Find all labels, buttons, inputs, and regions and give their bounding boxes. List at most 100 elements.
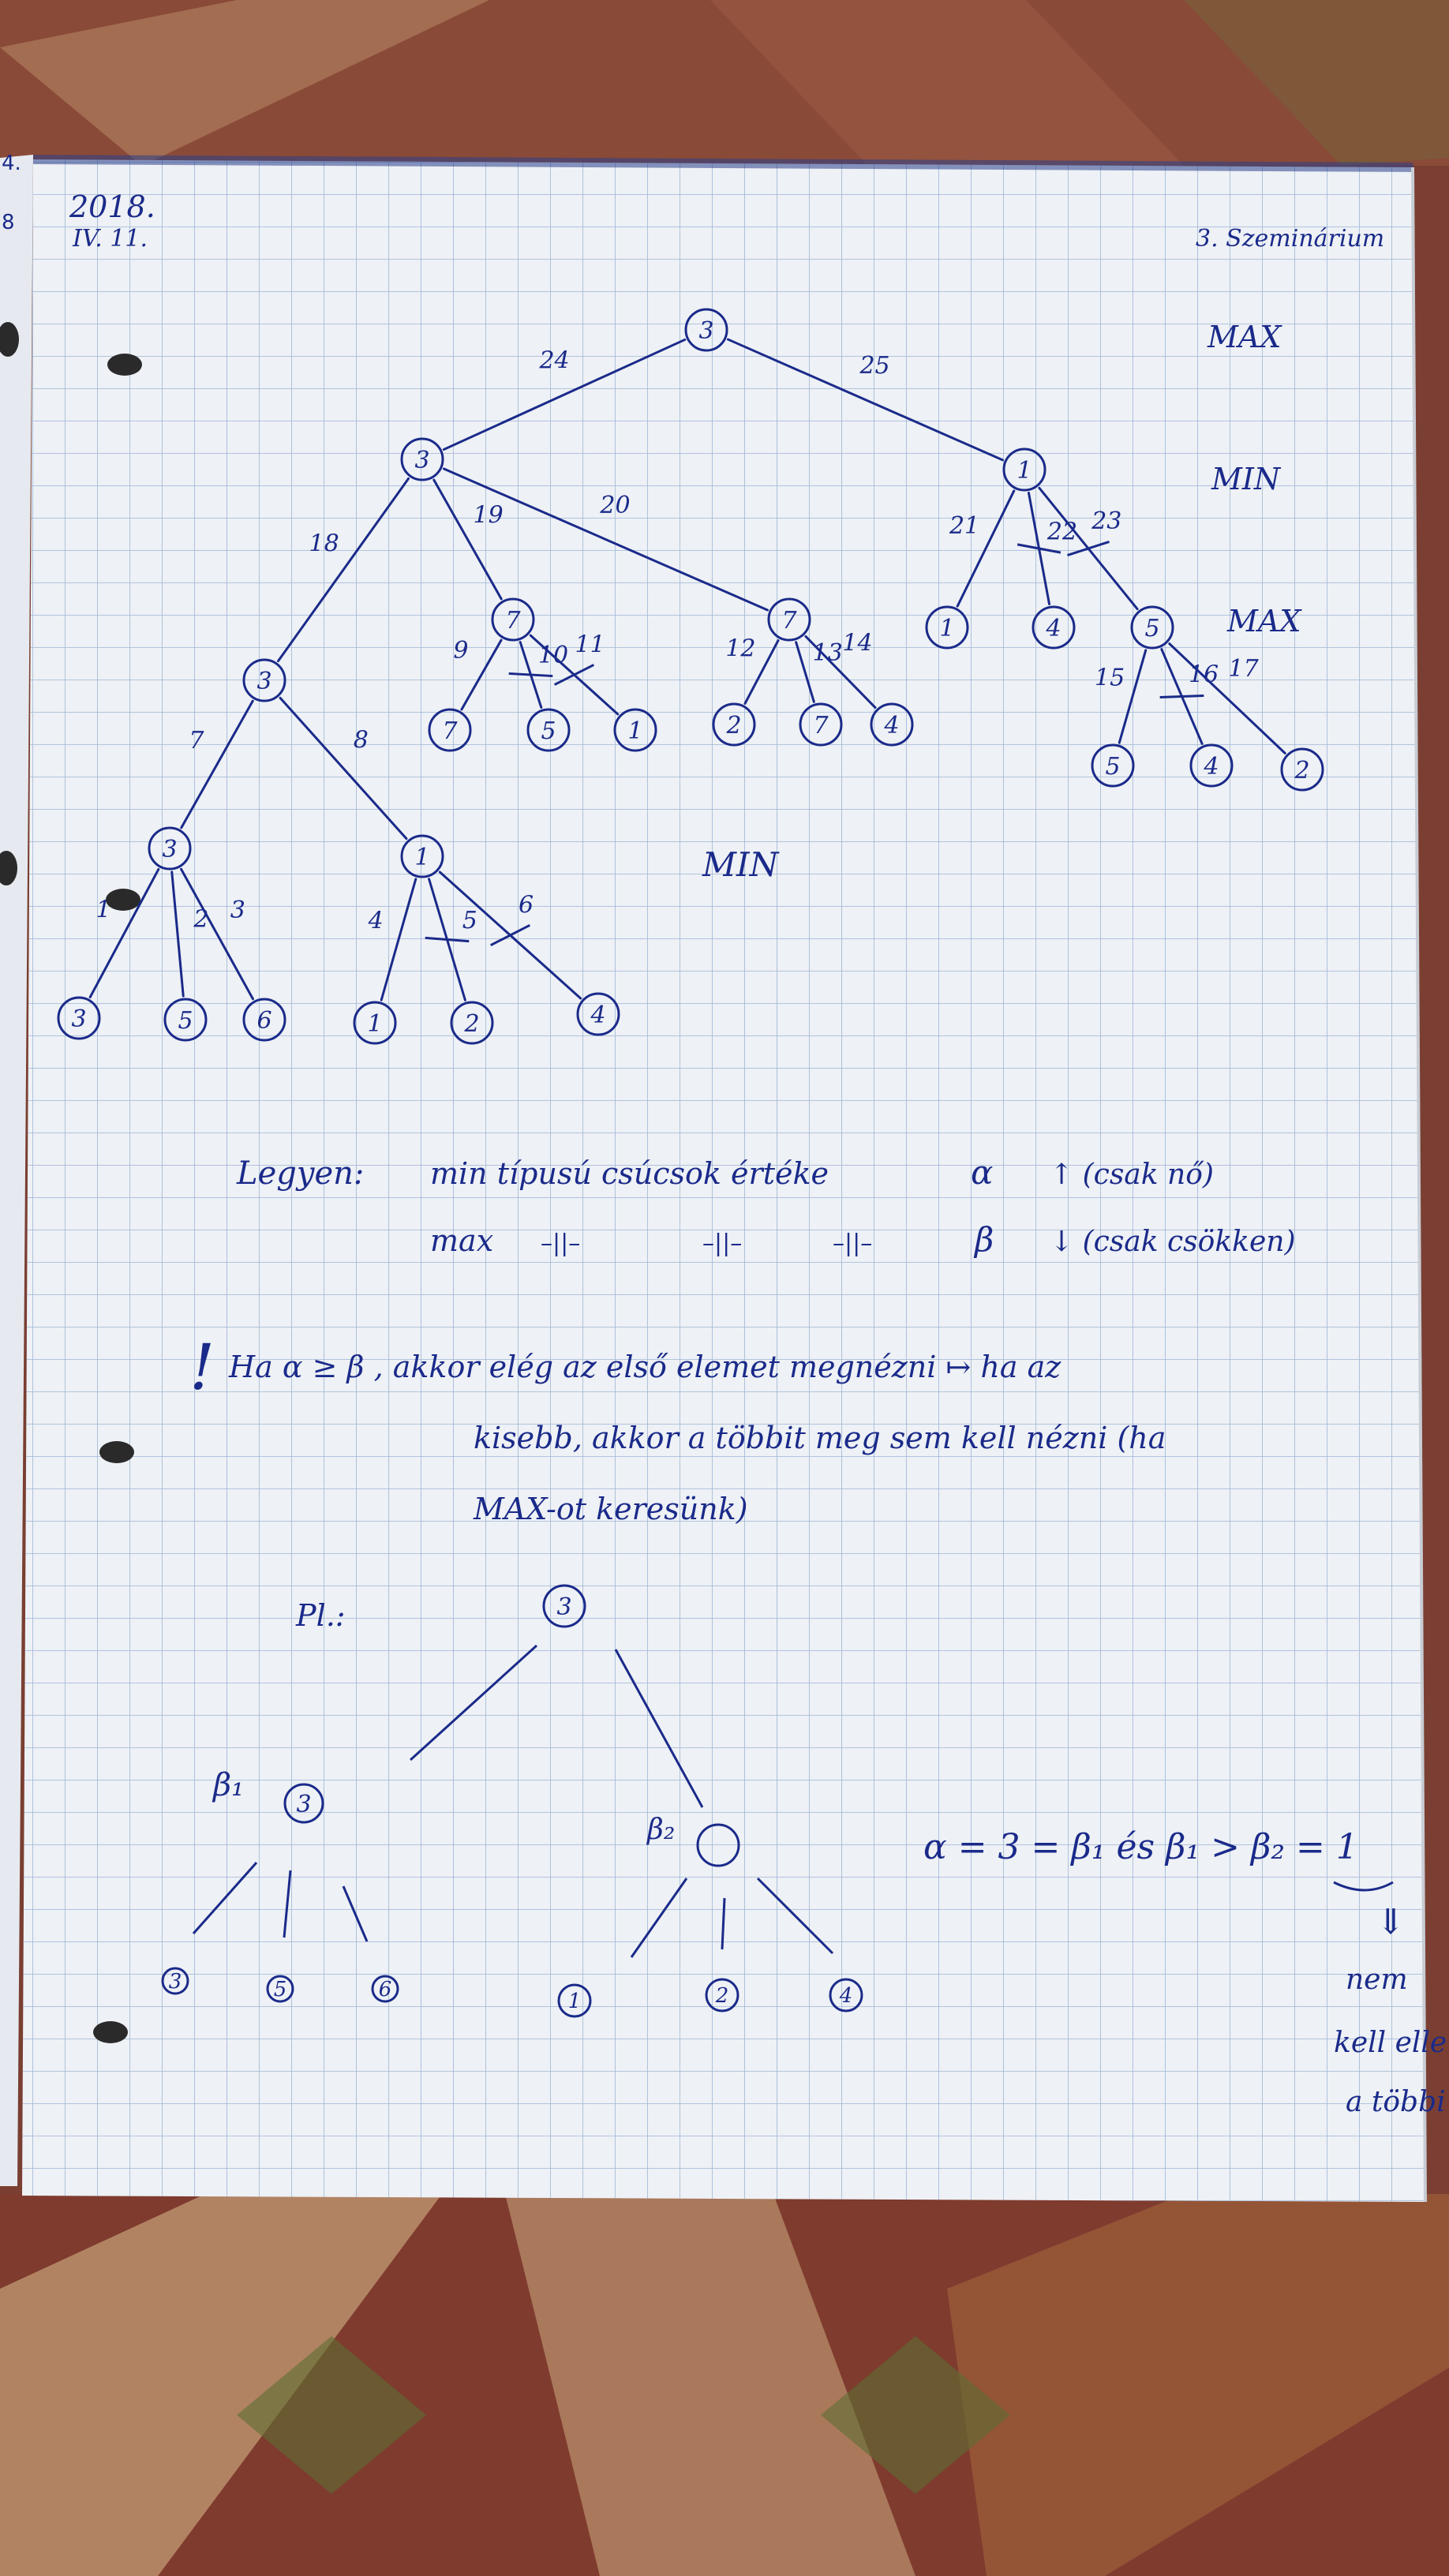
example-b2-leaf-2 [705, 1978, 739, 2012]
tree-edge-2 [170, 871, 185, 998]
tree-node-label: 4 [883, 712, 899, 739]
punch-hole [0, 851, 17, 886]
tree-node-m1_max [491, 597, 535, 642]
tree-node-r1_max [925, 605, 969, 650]
example-beta2-node [696, 1823, 740, 1867]
tree-node-label: 1 [367, 1010, 382, 1038]
page-title: 3. Szeminárium [1196, 225, 1384, 253]
level-label-max-top: MAX [1207, 320, 1282, 354]
example-b1-leaf-3 [371, 1975, 399, 2003]
tree-node-lr_c1 [353, 1001, 397, 1045]
example-edge-root-b2 [614, 1649, 704, 1808]
page-header: 2018. IV. 11. 3. Szeminárium [69, 189, 1384, 253]
example-down-arrow: ⇓ [1376, 1902, 1406, 1942]
tree-node-label: 1 [1017, 457, 1032, 485]
note-rule-line-3: MAX-ot keresünk) [473, 1492, 748, 1526]
tree-edge-label: 9 [453, 637, 468, 665]
tree-node-label: 7 [505, 607, 521, 635]
tree-edge-18 [276, 477, 410, 663]
tree-edge-label: 18 [309, 530, 339, 558]
tree-node-m1_c1 [428, 708, 472, 752]
tree-node-label: 4 [590, 1002, 605, 1029]
note-beta-arrow: ↓ (csak csökken) [1050, 1226, 1295, 1258]
tree-edge-label: 23 [1091, 507, 1121, 535]
tree-node-label: 1 [627, 717, 642, 745]
tree-node-label: 7 [442, 717, 458, 745]
example-b1-leaf-2-label: 5 [274, 1978, 287, 2001]
punch-hole [99, 1441, 134, 1463]
prune-mark-6 [490, 923, 530, 947]
prune-mark-23 [1067, 540, 1110, 557]
tree-edge-label: 7 [189, 727, 204, 754]
tree-node-r3_c3 [1280, 747, 1324, 792]
tree-node-lr_c2 [450, 1001, 494, 1045]
svg-text:8: 8 [2, 211, 15, 234]
level-labels: MAX MIN MAX MIN [702, 320, 1302, 884]
tree-node-label: 4 [1203, 753, 1219, 781]
tree-node-m2_max [767, 597, 811, 642]
tree-node-ll_min [148, 826, 192, 871]
example-conclusion-3: a többi [1346, 2086, 1446, 2118]
date-year: 2018. [69, 189, 155, 224]
tree-node-r3_max [1130, 605, 1174, 650]
prune-mark-5 [425, 936, 470, 943]
note-rule-line-2: kisebb, akkor a többit meg sem kell nézn… [474, 1421, 1166, 1455]
example-beta1-node-label: 3 [296, 1791, 311, 1818]
prune-mark-22 [1017, 543, 1061, 554]
example-conclusion-1: nem [1346, 1964, 1408, 1996]
prune-mark-16 [1159, 694, 1204, 699]
tree-node-ll_c1 [57, 996, 101, 1040]
example-b2-leaf-1 [557, 1983, 592, 2018]
example-b2-leaf-3-label: 4 [839, 1984, 853, 2008]
tree-edge-label: 4 [368, 907, 384, 934]
tree-edge-label: 1 [95, 896, 110, 923]
example-edge-b2-c1 [630, 1878, 688, 1958]
example-root-node [542, 1584, 586, 1628]
tree-node-m2_c2 [799, 702, 843, 747]
tree-edge-label: 24 [538, 347, 569, 375]
tree-node-label: 7 [813, 712, 829, 739]
example-b1-leaf-1 [161, 1967, 189, 1995]
tree-edge-21 [956, 489, 1016, 608]
level-label-min-top: MIN [1211, 462, 1282, 496]
tree-node-label: 5 [1144, 615, 1159, 642]
example-beta1-node [283, 1783, 324, 1824]
tree-edge-3 [180, 867, 254, 1001]
notebook-paper [22, 155, 1427, 2203]
example-b1-leaf-1-label: 3 [169, 1970, 182, 1994]
level-label-min-mid: MIN [702, 845, 780, 884]
example-conclusion-2: kell elle [1334, 2027, 1447, 2059]
tree-node-m1_c3 [613, 708, 657, 752]
note-alpha-arrow: ↑ (csak nő) [1050, 1159, 1214, 1191]
punch-hole [93, 2021, 128, 2043]
previous-page-edge: 4. 8 [0, 152, 33, 2186]
note-max: max [430, 1223, 493, 1258]
tree-edge-label: 14 [842, 630, 872, 657]
note-ditto-3: –||– [833, 1230, 872, 1257]
tree-node-label: 2 [463, 1010, 479, 1038]
tree-node-label: 1 [939, 615, 954, 642]
note-legyen: Legyen: [236, 1155, 364, 1192]
note-ditto-1: –||– [541, 1230, 580, 1257]
example-edge-b2-c3 [756, 1877, 834, 1955]
tree-edge-label: 6 [519, 892, 534, 919]
note-rule-line-1: Ha α ≥ β , akkor elég az első elemet meg… [228, 1350, 1061, 1384]
tree-node-r3_c2 [1189, 743, 1234, 788]
tree-node-m1_c2 [526, 708, 571, 752]
tree-edge-label: 11 [575, 631, 605, 659]
tree-edge-label: 17 [1229, 655, 1260, 683]
tree-edge-12 [743, 639, 780, 705]
note-min-description: min típusú csúcsok értéke [430, 1156, 829, 1191]
tree-edge-label: 19 [474, 502, 504, 530]
tree-edge-24 [442, 338, 687, 451]
tree-node-label: 7 [781, 607, 797, 635]
tree-node-label: 3 [256, 668, 271, 695]
tree-edge-label: 13 [813, 639, 843, 667]
example-b2-leaf-3 [829, 1978, 863, 2012]
tree-node-m2_c1 [712, 702, 756, 747]
tree-edge-label: 25 [859, 352, 889, 380]
